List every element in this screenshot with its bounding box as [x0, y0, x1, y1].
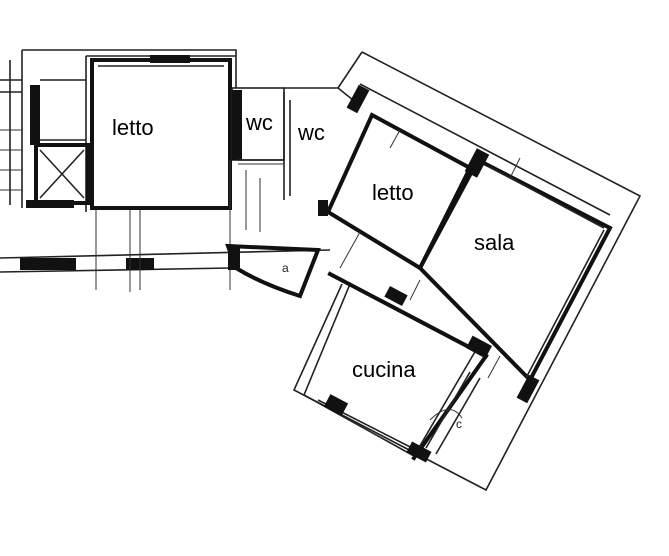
left-wing-walls: a	[0, 49, 359, 299]
room-label-letto-right: letto	[372, 180, 414, 205]
svg-text:c: c	[456, 417, 462, 431]
svg-text:a: a	[282, 261, 289, 275]
room-label-wc-1: wc	[245, 110, 273, 135]
right-wing-walls: c	[292, 51, 642, 492]
room-label-wc-2: wc	[297, 120, 325, 145]
room-label-sala: sala	[474, 230, 515, 255]
room-label-letto-left: letto	[112, 115, 154, 140]
room-label-cucina: cucina	[352, 357, 416, 382]
